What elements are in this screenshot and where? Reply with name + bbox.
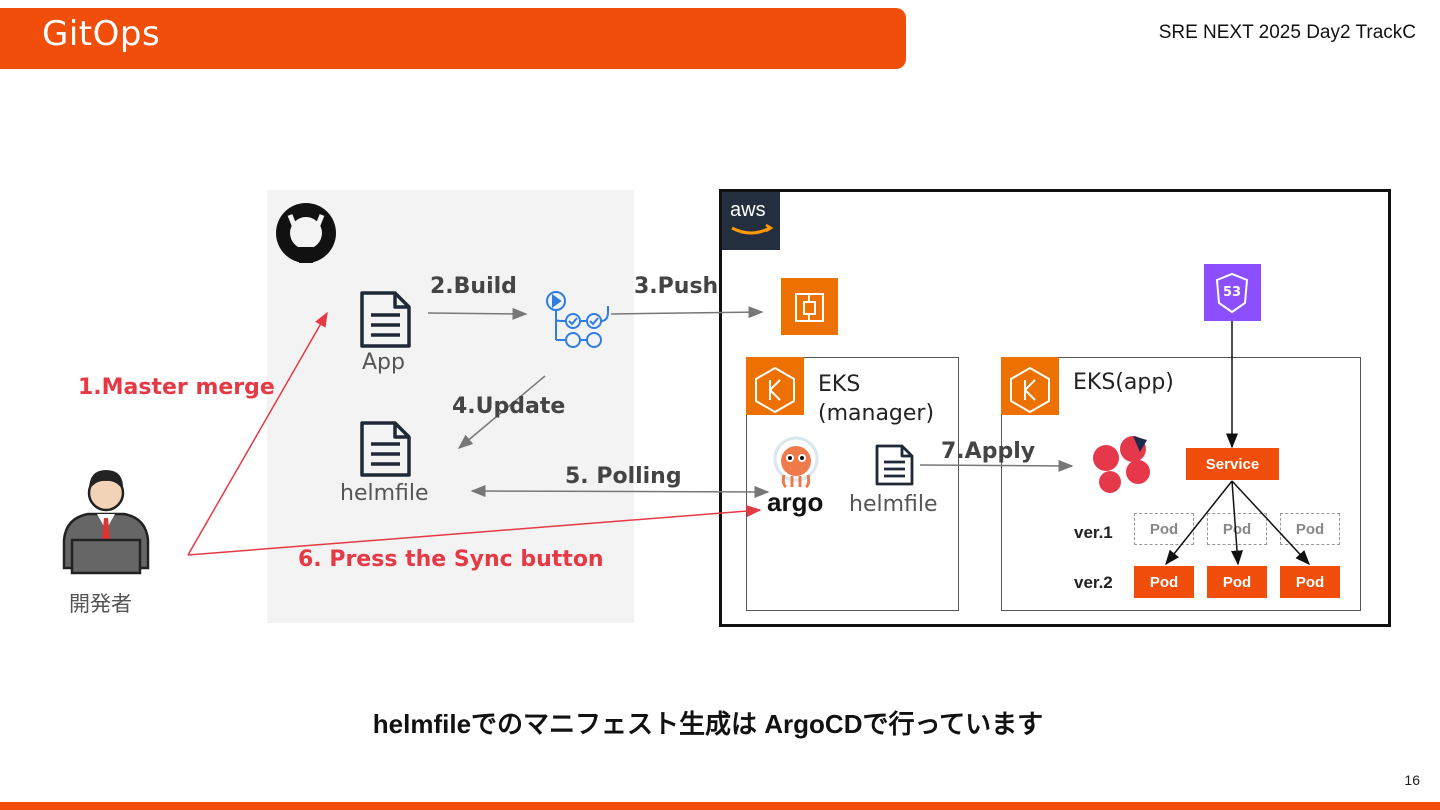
service-box: Service bbox=[1186, 448, 1279, 480]
page-title: GitOps bbox=[42, 14, 161, 54]
page-number: 16 bbox=[1404, 772, 1420, 788]
github-area bbox=[267, 190, 634, 623]
manager-helmfile-label: helmfile bbox=[849, 492, 938, 517]
ver2-label: ver.2 bbox=[1074, 573, 1113, 592]
eks-app-title: EKS(app) bbox=[1073, 370, 1174, 395]
pod-v1-1: Pod bbox=[1134, 513, 1194, 545]
helmfile-label: helmfile bbox=[340, 481, 429, 506]
pod-v2-3: Pod bbox=[1280, 566, 1340, 598]
ecr-glyph bbox=[795, 293, 824, 322]
aws-logo-icon: aws bbox=[722, 192, 780, 250]
pod-v1-3: Pod bbox=[1280, 513, 1340, 545]
step-7-apply: 7.Apply bbox=[941, 439, 1036, 464]
bottom-bar bbox=[0, 802, 1440, 810]
route53-label: 53 bbox=[1223, 285, 1242, 300]
app-file-icon bbox=[360, 291, 411, 348]
github-icon bbox=[276, 203, 336, 263]
app-label: App bbox=[362, 350, 405, 375]
title-bar bbox=[0, 8, 906, 69]
ecr-icon bbox=[781, 278, 838, 335]
argo-label: argo bbox=[767, 487, 824, 517]
ver1-label: ver.1 bbox=[1074, 523, 1113, 542]
helmfile-file-icon bbox=[360, 421, 411, 477]
event-label: SRE NEXT 2025 Day2 TrackC bbox=[1158, 22, 1416, 43]
argo-icon bbox=[773, 436, 819, 489]
developer-icon bbox=[62, 470, 150, 575]
footer-message: helmfileでのマニフェスト生成は ArgoCDで行っています bbox=[372, 709, 1044, 739]
pod-v2-1: Pod bbox=[1134, 566, 1194, 598]
github-actions-icon bbox=[546, 291, 609, 348]
pod-v1-2: Pod bbox=[1207, 513, 1267, 545]
route53-glyph bbox=[1215, 272, 1249, 314]
pod-v2-2: Pod bbox=[1207, 566, 1267, 598]
step-4-update: 4.Update bbox=[452, 394, 566, 419]
step-3-push: 3.Push bbox=[634, 274, 719, 299]
step-6-sync: 6. Press the Sync button bbox=[298, 547, 604, 572]
step-2-build: 2.Build bbox=[430, 274, 517, 299]
eks-manager-glyph bbox=[755, 366, 795, 414]
developer-label: 開発者 bbox=[69, 592, 132, 616]
eks-manager-title: EKS (manager) bbox=[818, 372, 935, 426]
manager-helmfile-icon bbox=[875, 444, 914, 486]
step-5-polling: 5. Polling bbox=[565, 464, 682, 489]
eks-app-glyph bbox=[1010, 366, 1050, 414]
step-1-master-merge: 1.Master merge bbox=[78, 375, 275, 400]
